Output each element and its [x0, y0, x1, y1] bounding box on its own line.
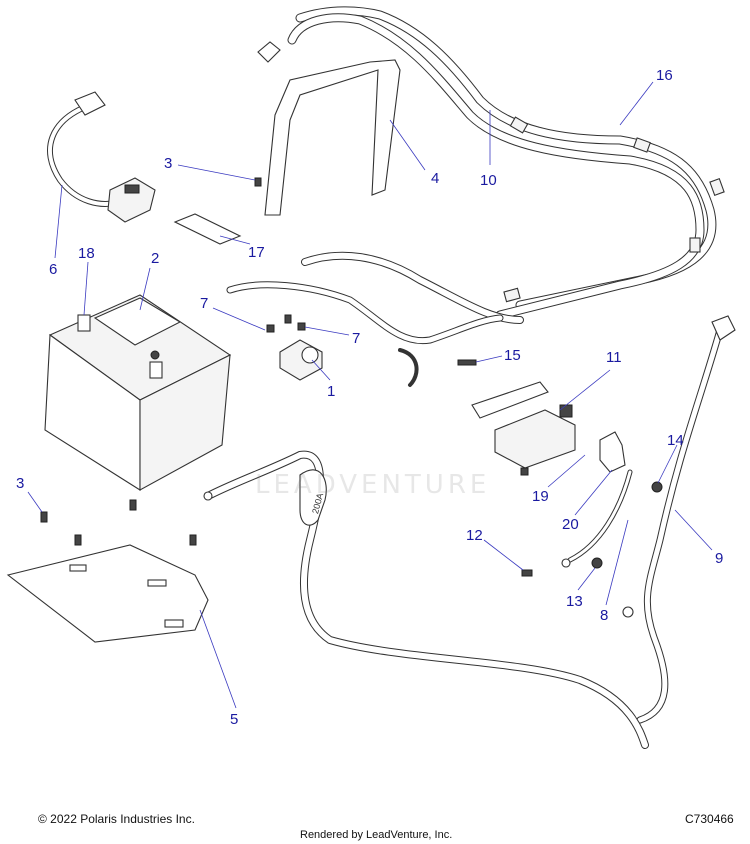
copyright-text: © 2022 Polaris Industries Inc.	[38, 812, 195, 826]
callout-12: 12	[466, 527, 483, 544]
nut-part-14	[651, 481, 663, 493]
solenoid-part-1	[266, 314, 323, 381]
callout-8: 8	[600, 607, 608, 624]
callouts: 1 2 3 3 4 5 6 7 7 8 9 10 11 12 13 14 15 …	[16, 67, 723, 728]
nut-part-13	[591, 557, 603, 569]
cable-part-6	[47, 91, 156, 223]
callout-17: 17	[248, 244, 265, 261]
tray-part-5	[6, 544, 209, 643]
bolt-part-15	[457, 359, 477, 366]
callout-1: 1	[327, 383, 335, 400]
rendered-by-text: Rendered by LeadVenture, Inc.	[300, 829, 453, 841]
callout-14: 14	[667, 432, 684, 449]
positive-cable: 200A	[203, 450, 649, 749]
main-harness	[257, 6, 725, 320]
leader-lines	[27, 81, 713, 709]
mid-harness	[226, 251, 524, 387]
callout-18: 18	[78, 245, 95, 262]
bolt-icons	[40, 177, 262, 546]
bracket-part-4	[264, 59, 401, 216]
callout-15: 15	[504, 347, 521, 364]
battery-part-2	[44, 294, 232, 491]
callout-6: 6	[49, 261, 57, 278]
callout-3b: 3	[16, 475, 24, 492]
callout-9: 9	[715, 550, 723, 567]
clip-part-12	[521, 569, 533, 577]
callout-19: 19	[532, 488, 549, 505]
pad-part-17	[173, 213, 242, 245]
callout-4: 4	[431, 170, 439, 187]
callout-13: 13	[566, 593, 583, 610]
callout-7b: 7	[352, 330, 360, 347]
callout-3a: 3	[164, 155, 172, 172]
cable-part-8	[561, 469, 633, 568]
callout-7a: 7	[200, 295, 208, 312]
cable-part-9	[622, 315, 736, 724]
callout-16: 16	[656, 67, 673, 84]
callout-2: 2	[151, 250, 159, 267]
watermark: LEADVENTURE	[255, 470, 491, 500]
fuse-block-assembly	[471, 381, 626, 476]
callout-20: 20	[562, 516, 579, 533]
callout-10: 10	[480, 172, 497, 189]
callout-5: 5	[230, 711, 238, 728]
drawing-id: C730466	[685, 812, 734, 826]
callout-11: 11	[606, 349, 622, 366]
